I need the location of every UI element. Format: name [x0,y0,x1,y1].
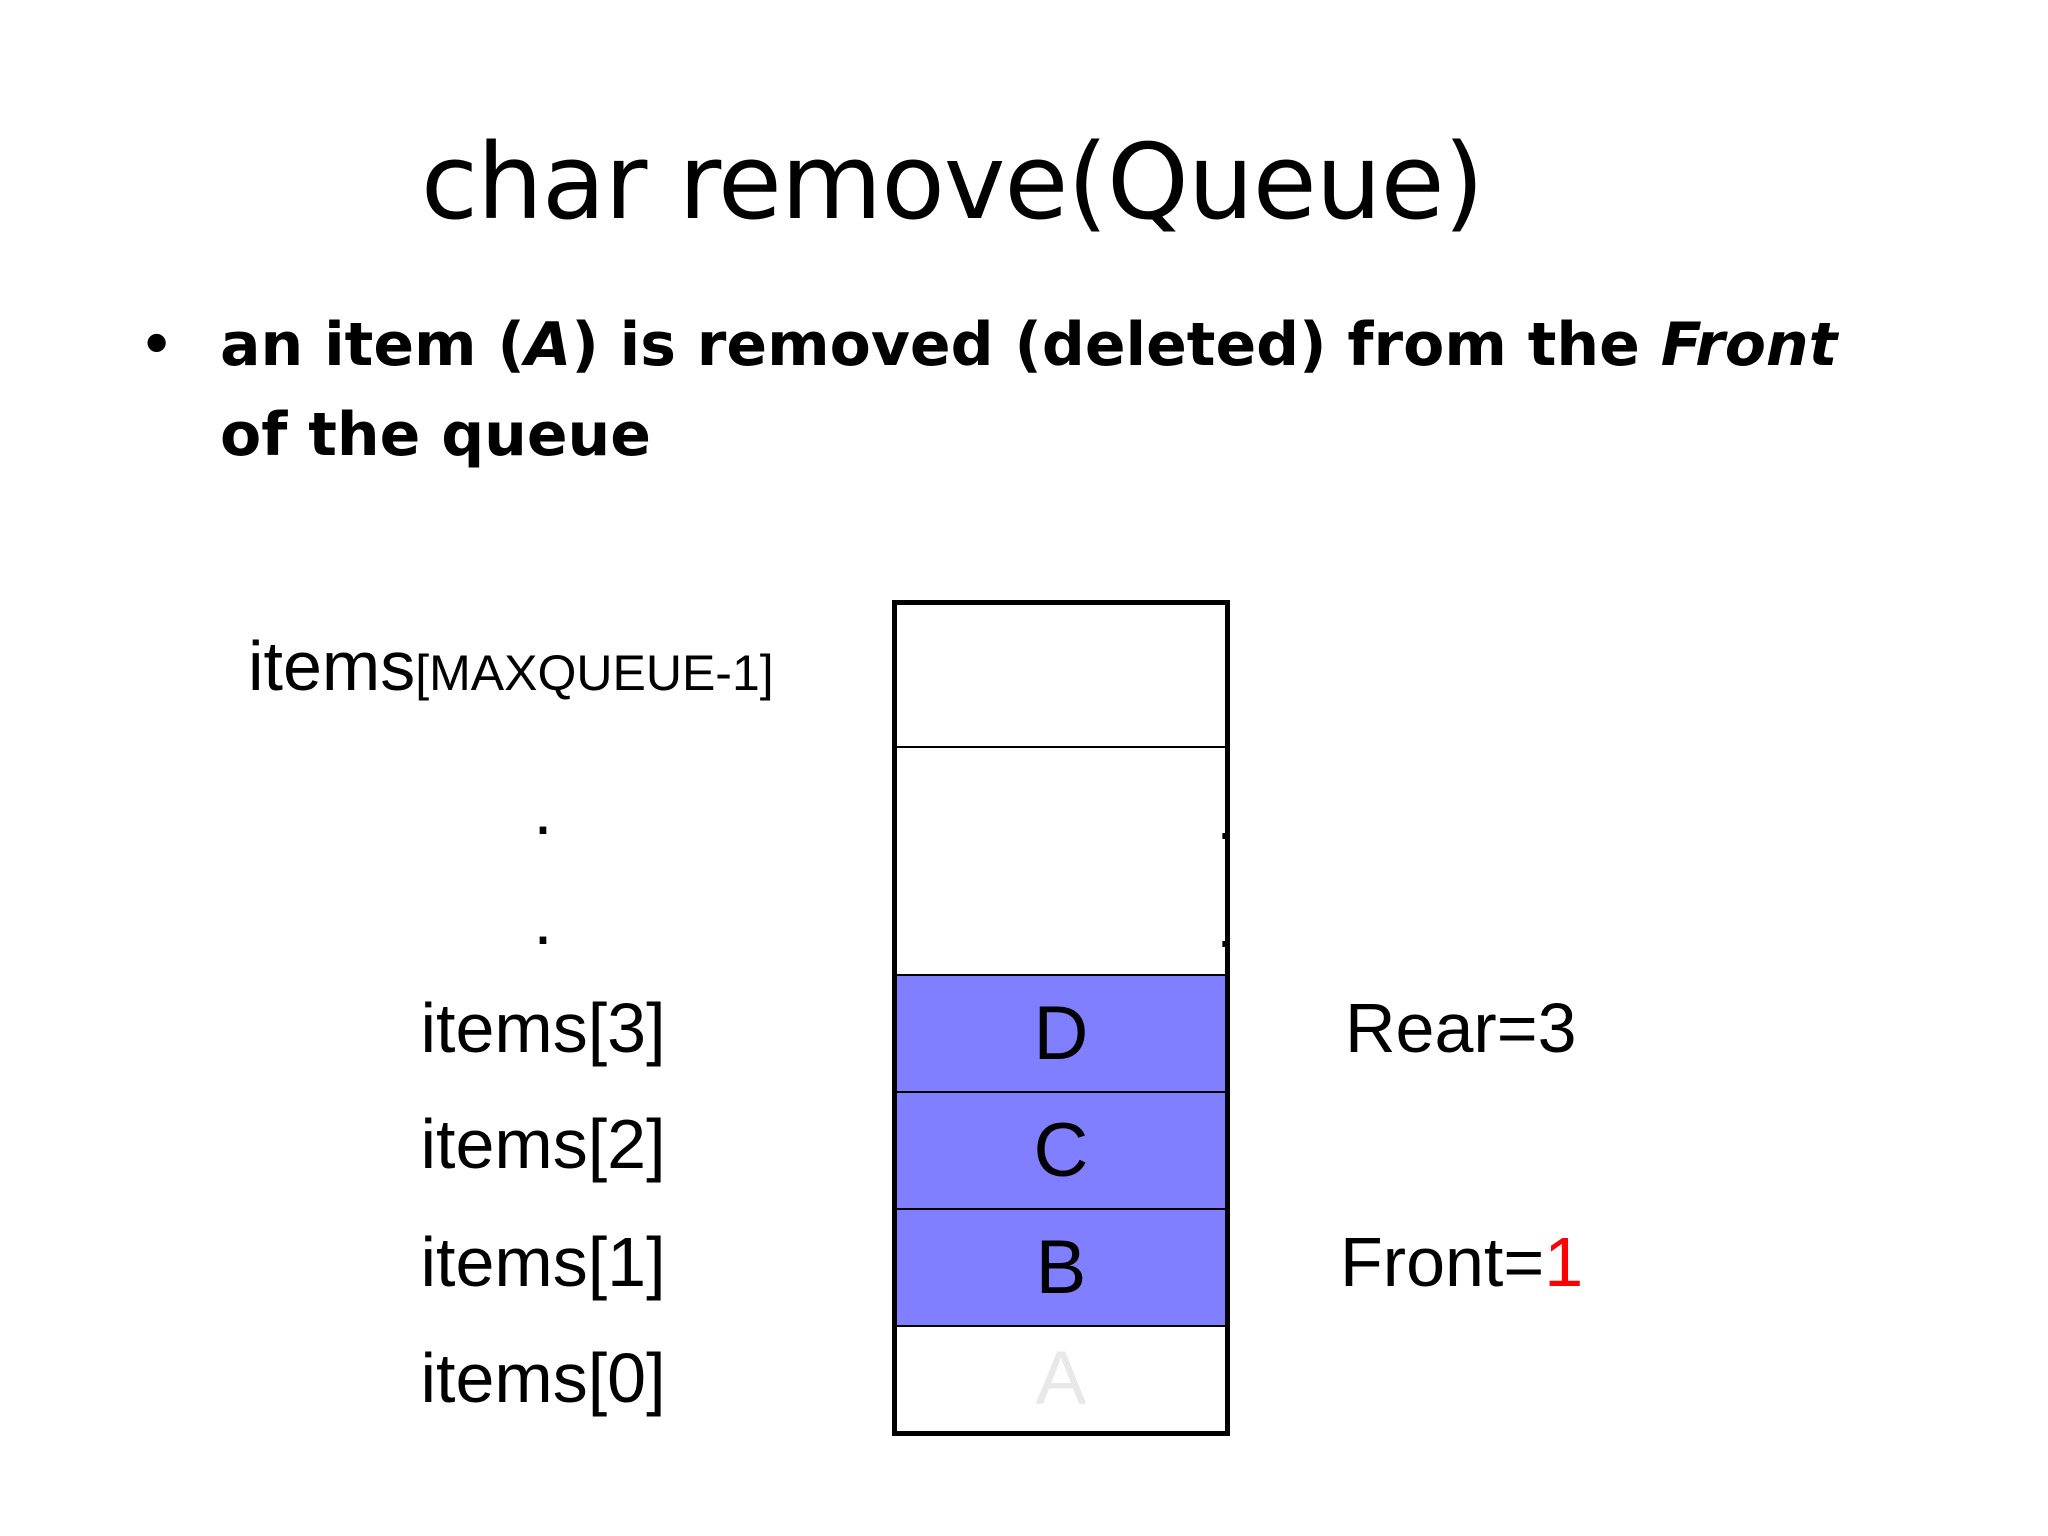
cell-item-1: B [897,1210,1225,1327]
label-dot-2: . [533,881,553,959]
cell-item-0: A [897,1327,1225,1431]
label-items-2: items[2] [420,1105,666,1183]
label-items-sub: [MAXQUEUE-1] [415,645,774,701]
label-items-3: items[3] [420,989,666,1067]
bullet-symbol: • [140,315,174,375]
label-items-maxqueue: items[MAXQUEUE-1] [248,626,774,713]
slide-title: char remove(Queue) [420,121,1484,243]
cell-item-0-value: A [1035,1336,1087,1421]
bullet-text: an item (A) is removed (deleted) from th… [220,300,1920,480]
queue-array: . . D C B A [892,600,1233,1436]
front-pointer-value: 1 [1544,1223,1584,1301]
cell-dot-2: . [1217,896,1233,959]
bullet-text-middle: ) is removed (deleted) from the [571,310,1661,380]
label-items-1: items[1] [420,1223,666,1301]
bullet-front-word: Front [1660,310,1838,380]
cell-item-3: D [897,976,1225,1093]
label-items-main: items [248,627,416,705]
cell-maxqueue [897,605,1225,748]
cell-dot-1: . [1217,788,1233,851]
cell-item-2: C [897,1093,1225,1210]
front-pointer-label: Front= [1340,1223,1545,1301]
cell-item-1-value: B [1035,1225,1087,1310]
bullet-item-name: A [524,310,572,380]
bullet-text-before: an item ( [220,310,525,380]
label-dot-1: . [533,771,553,849]
bullet-text-after: of the queue [220,400,651,470]
cell-gap: . . [897,748,1233,976]
cell-item-3-value: D [1033,991,1089,1076]
front-pointer: Front=1 [1340,1222,1583,1302]
label-items-0: items[0] [420,1339,666,1417]
rear-pointer: Rear=3 [1345,989,1577,1067]
cell-item-2-value: C [1033,1108,1089,1193]
